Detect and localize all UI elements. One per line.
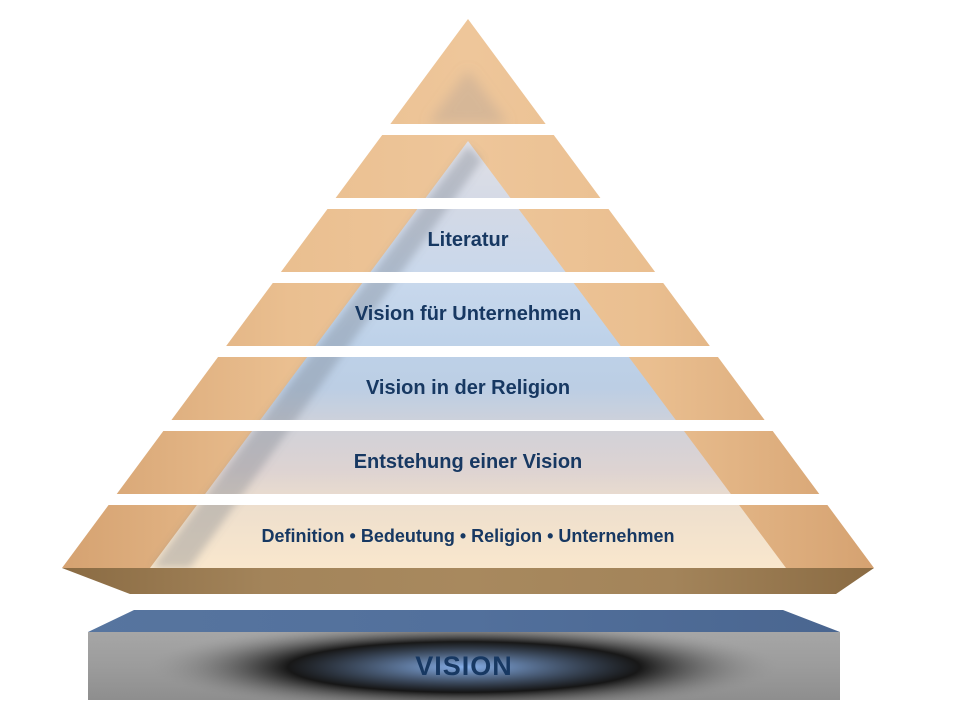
pyramid-underside-face <box>62 568 874 594</box>
pyramid-level-separators <box>0 124 960 505</box>
base-platform-front-face <box>88 632 840 700</box>
base-platform-top-face <box>88 610 840 632</box>
pyramid-top-inner-shading <box>428 70 508 124</box>
base-platform-label: VISION <box>415 651 513 681</box>
